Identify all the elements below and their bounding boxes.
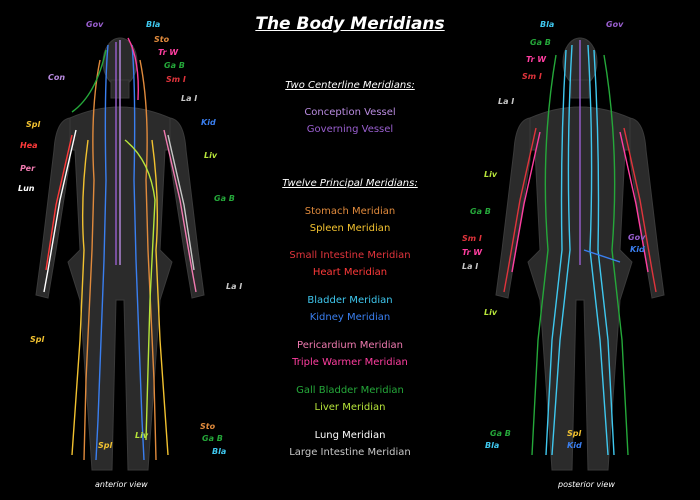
legend-item-governing-vessel: Governing Vessel — [306, 124, 394, 135]
anterior-label-kid: Kid — [201, 118, 216, 127]
posterior-view-caption: posterior view — [558, 480, 615, 489]
posterior-label-gov: Gov — [606, 20, 624, 29]
posterior-label-smi: Sm I — [522, 72, 542, 81]
legend-item-triple-warmer: Triple Warmer Meridian — [292, 357, 408, 368]
posterior-label-bla-2: Bla — [485, 441, 500, 450]
anterior-label-spl-3: Spl — [98, 441, 113, 450]
posterior-label-smi-2: Sm I — [462, 234, 482, 243]
posterior-label-gab: Ga B — [530, 38, 551, 47]
anterior-label-smi: Sm I — [166, 75, 186, 84]
anterior-label-gab-2: Ga B — [214, 194, 235, 203]
posterior-label-liv-2: Liv — [484, 308, 498, 317]
posterior-label-gab-3: Ga B — [490, 429, 511, 438]
anterior-label-bla-2: Bla — [212, 447, 227, 456]
anterior-label-gab-3: Ga B — [202, 434, 223, 443]
anterior-label-per: Per — [20, 164, 36, 173]
legend-item-heart: Heart Meridian — [312, 267, 388, 278]
legend-item-stomach: Stomach Meridian — [304, 206, 396, 217]
posterior-label-bla: Bla — [540, 20, 555, 29]
posterior-label-lai: La I — [498, 97, 515, 106]
anterior-label-spl: Spl — [26, 120, 41, 129]
anterior-label-liv: Liv — [204, 151, 218, 160]
anterior-label-gab: Ga B — [164, 61, 185, 70]
legend-item-spleen: Spleen Meridian — [309, 223, 391, 234]
anterior-label-lai-2: La I — [226, 282, 243, 291]
legend-item-bladder: Bladder Meridian — [307, 295, 393, 306]
anterior-label-lun: Lun — [18, 184, 35, 193]
anterior-label-bla: Bla — [146, 20, 161, 29]
posterior-label-trw-2: Tr W — [462, 248, 483, 257]
posterior-label-trw: Tr W — [526, 55, 547, 64]
anterior-label-hea: Hea — [20, 141, 38, 150]
anterior-label-sto: Sto — [154, 35, 170, 44]
anterior-label-trw: Tr W — [158, 48, 179, 57]
principal-heading: Twelve Principal Meridians: — [282, 178, 418, 189]
anterior-label-sto-2: Sto — [200, 422, 216, 431]
legend-item-gall-bladder: Gall Bladder Meridian — [296, 385, 404, 396]
legend-item-kidney: Kidney Meridian — [309, 312, 391, 323]
posterior-label-spl: Spl — [567, 429, 582, 438]
posterior-label-kid-2: Kid — [567, 441, 582, 450]
posterior-label-kid: Kid — [630, 245, 645, 254]
posterior-label-lai-2: La I — [462, 262, 479, 271]
posterior-label-liv: Liv — [484, 170, 498, 179]
centerline-heading: Two Centerline Meridians: — [285, 80, 415, 91]
legend-item-small-intestine: Small Intestine Meridian — [289, 250, 411, 261]
anterior-label-con: Con — [48, 73, 66, 82]
posterior-label-gov-2: Gov — [628, 233, 646, 242]
anterior-label-lai: La I — [181, 94, 198, 103]
anterior-view-caption: anterior view — [95, 480, 148, 489]
posterior-label-gab-2: Ga B — [470, 207, 491, 216]
legend-item-conception-vessel: Conception Vessel — [304, 107, 396, 118]
legend-item-liver: Liver Meridian — [314, 402, 386, 413]
legend-item-pericardium: Pericardium Meridian — [297, 340, 403, 351]
anterior-label-spl-2: Spl — [30, 335, 45, 344]
anterior-label-liv-2: Liv — [135, 431, 149, 440]
anterior-label-gov: Gov — [86, 20, 104, 29]
diagram-title: The Body Meridians — [255, 14, 445, 34]
legend-item-large-intestine: Large Intestine Meridian — [289, 447, 411, 458]
legend-item-lung: Lung Meridian — [314, 430, 386, 441]
